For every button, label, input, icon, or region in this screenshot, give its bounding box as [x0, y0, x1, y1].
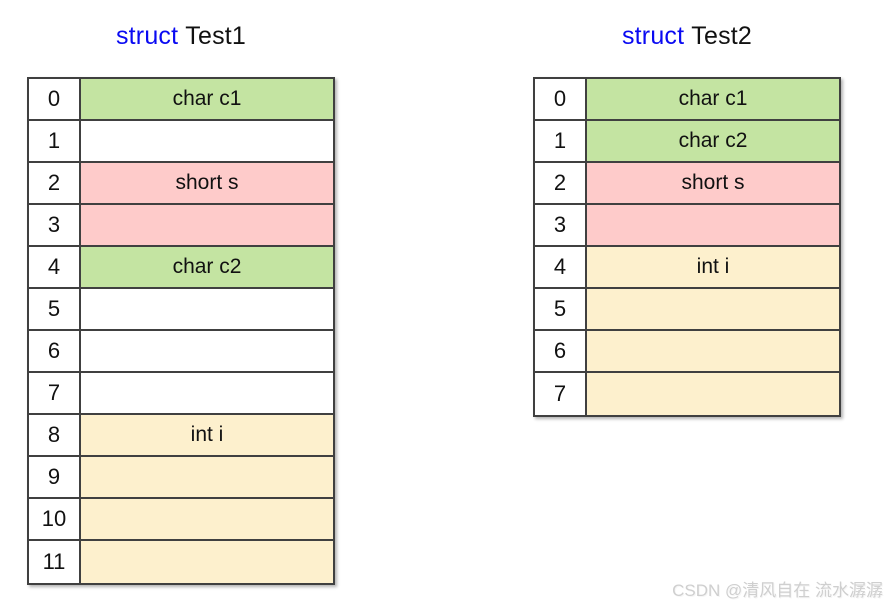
memory-row: 10: [29, 499, 333, 541]
watermark: CSDN @清风自在 流水潺潺: [672, 581, 883, 600]
offset-cell: 7: [29, 373, 81, 413]
memory-row: 6: [535, 331, 839, 373]
member-cell: [587, 373, 839, 415]
member-cell: short s: [81, 163, 333, 203]
member-cell: [81, 331, 333, 371]
memory-row: 1: [29, 121, 333, 163]
struct-name: Test1: [185, 22, 247, 50]
offset-cell: 5: [29, 289, 81, 329]
struct-keyword: struct: [115, 22, 179, 50]
offset-cell: 0: [535, 79, 587, 119]
offset-cell: 3: [29, 205, 81, 245]
offset-cell: 10: [29, 499, 81, 539]
offset-cell: 2: [535, 163, 587, 203]
member-cell: char c2: [81, 247, 333, 287]
memory-row: 3: [29, 205, 333, 247]
memory-row: 9: [29, 457, 333, 499]
member-cell: [81, 457, 333, 497]
member-cell: int i: [81, 415, 333, 455]
memory-row: 5: [535, 289, 839, 331]
member-cell: [587, 205, 839, 245]
struct-name: Test2: [691, 22, 753, 50]
member-cell: int i: [587, 247, 839, 287]
member-cell: [81, 373, 333, 413]
member-cell: char c1: [81, 79, 333, 119]
offset-cell: 5: [535, 289, 587, 329]
offset-cell: 1: [535, 121, 587, 161]
memory-row: 7: [535, 373, 839, 415]
member-cell: char c2: [587, 121, 839, 161]
struct-keyword: struct: [621, 22, 685, 50]
offset-cell: 11: [29, 541, 81, 583]
member-cell: [587, 331, 839, 371]
offset-cell: 7: [535, 373, 587, 415]
offset-cell: 1: [29, 121, 81, 161]
member-cell: [81, 205, 333, 245]
member-cell: short s: [587, 163, 839, 203]
member-cell: [587, 289, 839, 329]
member-cell: [81, 541, 333, 583]
offset-cell: 9: [29, 457, 81, 497]
member-cell: [81, 121, 333, 161]
memory-row: 5: [29, 289, 333, 331]
offset-cell: 6: [535, 331, 587, 371]
memory-row: 7: [29, 373, 333, 415]
offset-cell: 6: [29, 331, 81, 371]
memory-row: 11: [29, 541, 333, 583]
member-cell: [81, 499, 333, 539]
offset-cell: 4: [29, 247, 81, 287]
memory-row: 3: [535, 205, 839, 247]
offset-cell: 3: [535, 205, 587, 245]
offset-cell: 8: [29, 415, 81, 455]
member-cell: char c1: [587, 79, 839, 119]
member-cell: [81, 289, 333, 329]
offset-cell: 0: [29, 79, 81, 119]
memory-row: 6: [29, 331, 333, 373]
offset-cell: 2: [29, 163, 81, 203]
offset-cell: 4: [535, 247, 587, 287]
